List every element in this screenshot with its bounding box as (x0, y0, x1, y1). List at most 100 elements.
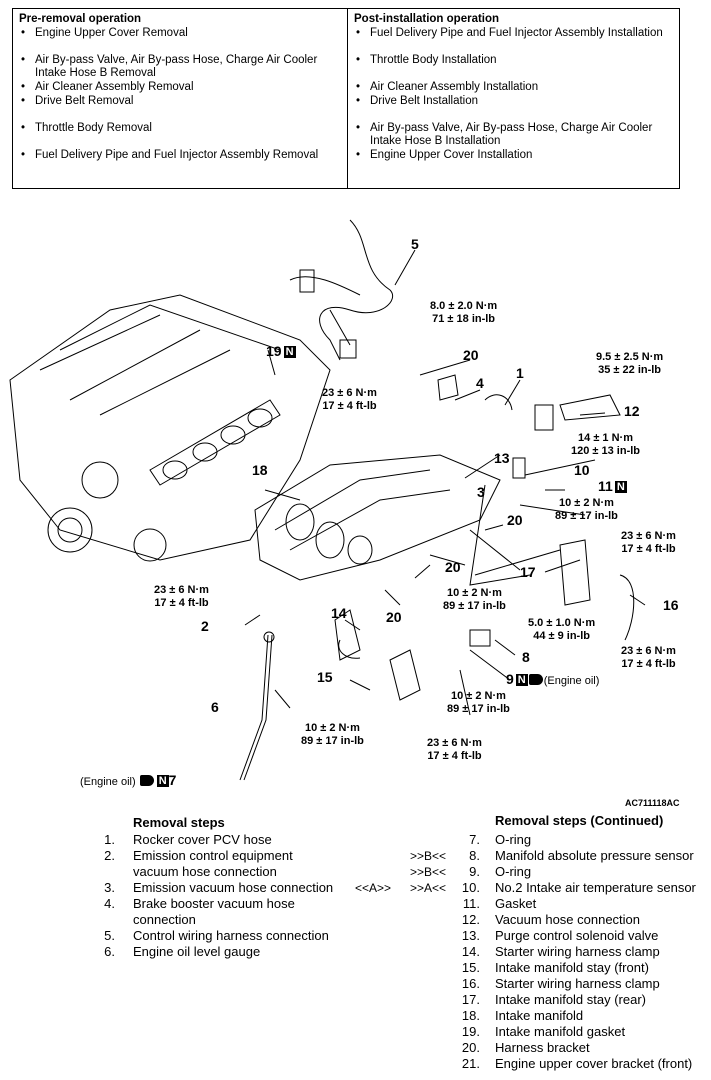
step-number: 8. (469, 848, 480, 863)
step-text: connection (133, 912, 196, 927)
torque-metric: 9.5 ± 2.5 N·m (596, 351, 664, 363)
step-text: Intake manifold stay (front) (495, 960, 649, 975)
pre-item: Throttle Body Removal (19, 122, 341, 135)
torque-metric: 10 ± 2 N·m (450, 690, 506, 702)
step-reference: <<A>> (355, 881, 392, 895)
torque-imperial: 17 ± 4 ft-lb (427, 750, 482, 762)
post-item: Drive Belt Installation (354, 95, 676, 108)
step-number: 18. (461, 1008, 480, 1023)
callout-15: 15 (317, 669, 333, 685)
step-text: Control wiring harness connection (133, 928, 329, 943)
step-text: Emission control equipment (133, 848, 293, 863)
step-number: 3. (104, 880, 115, 895)
n-mark-icon: N (614, 481, 627, 493)
step-text: O-ring (495, 832, 532, 847)
callout-12: 12 (624, 403, 640, 419)
step-number: 13. (461, 928, 480, 943)
step-text: Brake booster vacuum hose (133, 896, 295, 911)
post-installation-column: Post-installation operation Fuel Deliver… (354, 13, 676, 163)
removal-steps-continued-heading: Removal steps (Continued) (495, 813, 664, 828)
torque-imperial: 17 ± 4 ft-lb (322, 400, 377, 412)
engine-oil-note: (Engine oil) (543, 675, 600, 687)
callout-13: 13 (494, 450, 510, 466)
torque-imperial: 71 ± 18 in-lb (432, 313, 496, 325)
step-text: Starter wiring harness clamp (495, 976, 660, 991)
pre-removal-heading: Pre-removal operation (19, 13, 142, 25)
step-number: 20. (461, 1040, 480, 1055)
post-item: Air By-pass Valve, Air By-pass Hose, Cha… (354, 122, 676, 148)
torque-metric: 10 ± 2 N·m (304, 722, 360, 734)
step-number: 4. (104, 896, 115, 911)
step-text: Intake manifold stay (rear) (495, 992, 647, 1007)
torque-imperial: 17 ± 4 ft-lb (154, 597, 209, 609)
pre-item: Air Cleaner Assembly Removal (19, 81, 341, 94)
callout-5: 5 (411, 236, 419, 252)
step-text: Purge control solenoid valve (495, 928, 659, 943)
n-mark-icon: N (283, 346, 296, 358)
n-mark-icon: N (156, 775, 169, 787)
step-text: O-ring (495, 864, 532, 879)
post-item: Engine Upper Cover Installation (354, 149, 676, 162)
removal-steps: Removal steps Removal steps (Continued) … (0, 813, 711, 1080)
step-text: Intake manifold (495, 1008, 584, 1023)
torque-metric: 23 ± 6 N·m (621, 645, 676, 657)
callout-6: 6 (211, 699, 219, 715)
oil-can-icon (528, 674, 543, 685)
callout-17: 17 (520, 564, 536, 580)
torque-imperial: 17 ± 4 ft-lb (621, 658, 676, 670)
callout-10: 10 (574, 462, 590, 478)
operations-table: Pre-removal operation Engine Upper Cover… (12, 8, 680, 189)
torque-metric: 23 ± 6 N·m (322, 387, 377, 399)
step-text: Engine upper cover bracket (front) (495, 1056, 693, 1071)
step-reference: >>B<< (410, 849, 447, 863)
n-mark-icon: N (515, 674, 528, 686)
step-text: Vacuum hose connection (495, 912, 641, 927)
torque-metric: 14 ± 1 N·m (578, 432, 633, 444)
step-number: 17. (461, 992, 480, 1007)
callout-7-number: 7 (168, 772, 177, 788)
torque-imperial: 120 ± 13 in-lb (571, 445, 641, 457)
step-number: 5. (104, 928, 115, 943)
torque-metric: 8.0 ± 2.0 N·m (430, 300, 498, 312)
step-number: 2. (104, 848, 115, 863)
torque-imperial: 89 ± 17 in-lb (443, 600, 506, 612)
step-text: vacuum hose connection (133, 864, 277, 879)
pre-item: Air By-pass Valve, Air By-pass Hose, Cha… (19, 54, 341, 80)
torque-imperial: 35 ± 22 in-lb (598, 364, 662, 376)
oil-can-icon (139, 775, 154, 786)
torque-imperial: 44 ± 9 in-lb (533, 630, 590, 642)
step-reference: >>B<< (410, 865, 447, 879)
step-text: Intake manifold gasket (495, 1024, 626, 1039)
torque-imperial: 89 ± 17 in-lb (447, 703, 510, 715)
step-number: 7. (469, 832, 480, 847)
step-number: 16. (461, 976, 480, 991)
table-divider (347, 9, 348, 188)
pre-item: Fuel Delivery Pipe and Fuel Injector Ass… (19, 149, 341, 162)
callout-21: 20 (463, 347, 479, 363)
step-number: 10. (461, 880, 480, 895)
step-text: Manifold absolute pressure sensor (495, 848, 694, 863)
step-text: Rocker cover PCV hose (133, 832, 272, 847)
pre-item: Drive Belt Removal (19, 95, 341, 108)
torque-metric: 23 ± 6 N·m (621, 530, 676, 542)
step-number: 19. (461, 1024, 480, 1039)
callout-19-number: 19 (266, 343, 282, 359)
callout-11-number: 11 (598, 478, 613, 494)
step-text: No.2 Intake air temperature sensor (495, 880, 696, 895)
engine-oil-note: (Engine oil) (80, 776, 136, 788)
torque-metric: 23 ± 6 N·m (427, 737, 482, 749)
